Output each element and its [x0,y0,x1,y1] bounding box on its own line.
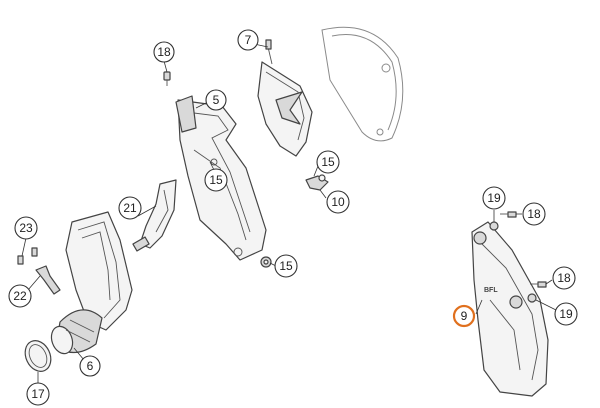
screw-18-right-upper[interactable] [500,211,517,218]
callout-21[interactable]: 21 [118,196,142,220]
leader-lines [21,43,557,386]
callout-18-right-upper[interactable]: 18 [522,202,546,226]
grommet-15-lower[interactable] [260,256,272,268]
callout-label: 15 [279,259,293,273]
callout-label: 21 [123,201,137,215]
callout-17[interactable]: 17 [26,382,50,406]
callout-15-right[interactable]: 15 [316,150,340,174]
callout-label: 9 [461,309,468,323]
part-17-clamp-ring[interactable] [20,336,55,375]
callout-label: 18 [557,271,571,285]
callout-label: 19 [487,191,501,205]
ghost-cover-outline [321,26,404,142]
callout-label: 5 [213,93,220,107]
callout-label: 19 [559,307,573,321]
part-7-filter-cover[interactable] [257,39,313,157]
callout-19-upper[interactable]: 19 [482,186,506,210]
screw-18-right-lower[interactable] [530,281,547,288]
callout-15-lower[interactable]: 15 [274,254,298,278]
clip-part-10[interactable] [305,174,329,191]
part-9-side-panel[interactable]: BFL [471,221,549,397]
callout-10[interactable]: 10 [326,190,350,214]
callout-label: 6 [87,359,94,373]
callout-18-upper[interactable]: 18 [153,41,175,63]
callout-label: 15 [321,155,335,169]
callout-label: 7 [245,33,252,47]
callout-15-mid[interactable]: 15 [204,168,228,192]
callout-label: 18 [157,45,171,59]
callout-18-right-lower[interactable]: 18 [552,266,576,290]
callout-label: 17 [31,387,45,401]
callout-23[interactable]: 23 [14,216,38,240]
part-6-intake-filter[interactable] [48,211,133,357]
callout-label: 10 [331,195,345,209]
callout-label: 22 [13,289,27,303]
callout-5[interactable]: 5 [205,89,227,111]
callout-label: 18 [527,207,541,221]
washer-19-right-upper[interactable] [489,221,499,231]
callout-19-lower[interactable]: 19 [554,302,578,326]
screw-23[interactable] [17,247,38,265]
callout-22[interactable]: 22 [8,284,32,308]
panel-logo-stamp: BFL [484,287,498,294]
callout-6[interactable]: 6 [79,355,101,377]
part-21-hose[interactable] [132,179,177,252]
callout-label: 15 [209,173,223,187]
callout-9-highlighted[interactable]: 9 [452,304,476,328]
callout-7[interactable]: 7 [237,29,259,51]
washer-19-right-lower[interactable] [527,293,537,303]
part-22-sensor[interactable] [35,265,61,295]
screw-18-upper[interactable] [163,71,171,86]
callout-label: 23 [19,221,33,235]
